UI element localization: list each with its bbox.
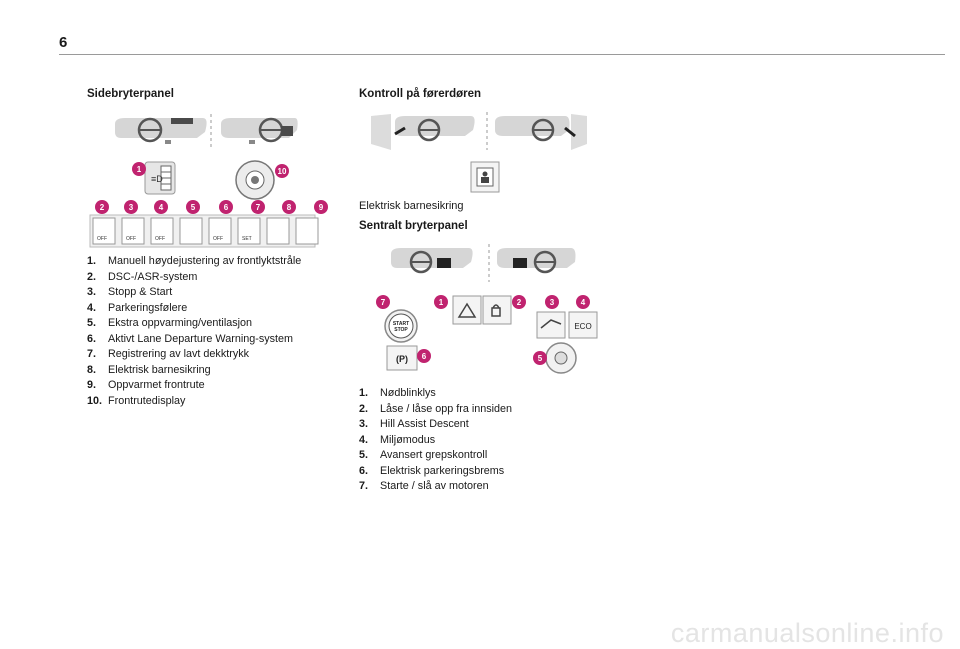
list-item: 4.Miljømodus [359, 433, 436, 446]
callout-10: 10 [278, 167, 287, 176]
side-panel-heading: Sidebryterpanel [87, 88, 174, 100]
central-panel-figure: START STOP ECO (P) 7 1 2 3 4 6 5 [376, 244, 598, 374]
callout-3: 3 [550, 298, 555, 307]
side-panel-list: 1.Manuell høydejustering av frontlyktstr… [87, 254, 301, 409]
list-item: 8.Elektrisk barnesikring [87, 363, 211, 376]
list-item: 7.Starte / slå av motoren [359, 480, 489, 492]
callout-8: 8 [287, 203, 292, 212]
callout-5: 5 [191, 203, 196, 212]
list-item: 5.Avansert grepskontroll [359, 449, 488, 461]
list-item: 1.Manuell høydejustering av frontlyktstr… [87, 255, 302, 267]
start-text: START [393, 321, 409, 327]
dashboard-left-icon [115, 117, 207, 144]
central-panel-list: 1.Nødblinklys 2.Låse / låse opp fra inns… [359, 386, 512, 495]
button-text-off: OFF [213, 236, 223, 242]
dashboard-right-icon [221, 117, 298, 144]
callout-7: 7 [256, 203, 261, 212]
list-item: 2.DSC-/ASR-system [87, 270, 198, 283]
list-item: 1.Nødblinklys [359, 387, 436, 399]
callout-2: 2 [100, 203, 105, 212]
dashboard-right-icon [497, 248, 576, 274]
callout-4: 4 [159, 203, 164, 212]
list-item: 5.Ekstra oppvarming/ventilasjon [87, 317, 253, 329]
svg-text:≡D: ≡D [151, 174, 163, 184]
callout-7: 7 [381, 298, 386, 307]
button-text-off: OFF [155, 236, 165, 242]
door-control-caption: Elektrisk barnesikring [359, 200, 464, 212]
list-item: 4.Parkeringsfølere [87, 301, 188, 314]
door-control-heading: Kontroll på førerdøren [359, 88, 482, 100]
central-panel-heading: Sentralt bryterpanel [359, 220, 468, 232]
callout-6: 6 [422, 352, 427, 361]
list-item: 6.Elektrisk parkeringsbrems [359, 464, 505, 477]
button-text-set: SET [242, 236, 252, 242]
callout-9: 9 [319, 203, 324, 212]
list-item: 6.Aktivt Lane Departure Warning-system [87, 332, 294, 345]
dashboard-left-icon [371, 114, 475, 150]
park-text: (P) [396, 354, 408, 364]
callout-6: 6 [224, 203, 229, 212]
dashboard-right-icon [495, 114, 587, 150]
button-text-off: OFF [126, 236, 136, 242]
button-text-off: OFF [97, 236, 107, 242]
list-item: 2.Låse / låse opp fra innsiden [359, 402, 513, 415]
list-item: 9.Oppvarmet frontrute [87, 379, 205, 391]
callout-5: 5 [538, 354, 543, 363]
dashboard-left-icon [391, 248, 473, 274]
door-control-figure [371, 112, 587, 193]
side-panel-figure: ≡D OFF OFF OFF OFF SET 1 10 2 3 4 5 6 7 … [89, 114, 328, 248]
footer-watermark[interactable]: carmanualsonline.info [670, 618, 944, 648]
list-item: 10.Frontrutedisplay [87, 394, 186, 407]
page-number: 6 [59, 34, 68, 51]
callout-1: 1 [137, 165, 142, 174]
list-item: 3.Hill Assist Descent [359, 418, 469, 430]
callout-2: 2 [517, 298, 522, 307]
header-rule [59, 54, 945, 55]
list-item: 7.Registrering av lavt dekktrykk [87, 348, 250, 360]
callout-4: 4 [581, 298, 586, 307]
callout-3: 3 [129, 203, 134, 212]
callout-1: 1 [439, 298, 444, 307]
list-item: 3.Stopp & Start [87, 286, 173, 298]
stop-text: STOP [394, 327, 408, 333]
eco-text: ECO [574, 322, 591, 331]
